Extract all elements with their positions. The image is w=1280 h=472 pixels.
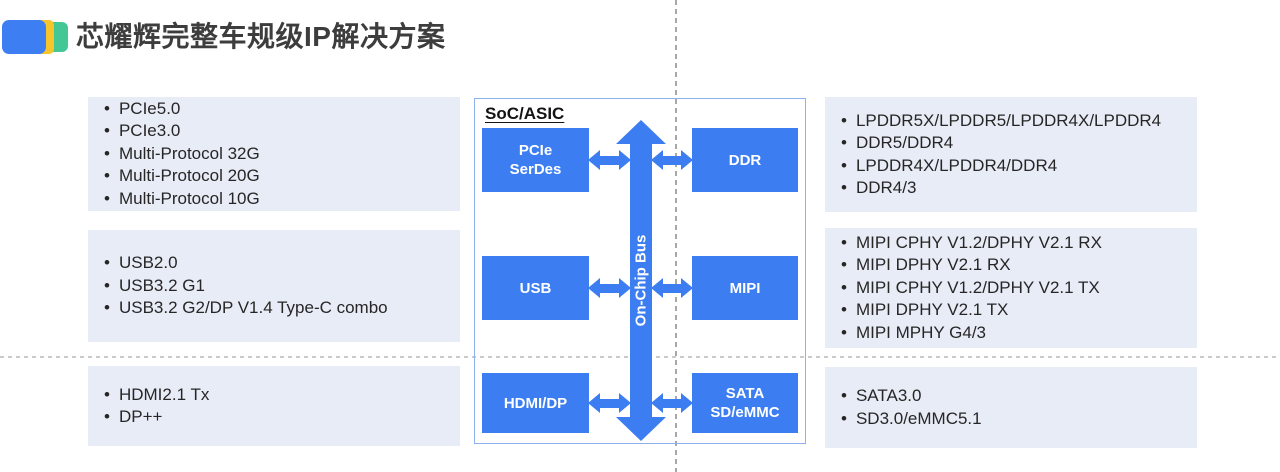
list-item: Multi-Protocol 10G <box>104 188 450 211</box>
arrow-shaft <box>600 398 619 408</box>
block-mipi: MIPI <box>692 256 798 320</box>
arrowhead-right-icon <box>681 393 693 413</box>
bus-arrowhead-down <box>616 417 666 441</box>
spec-list: MIPI CPHY V1.2/DPHY V2.1 RX MIPI DPHY V2… <box>825 232 1197 345</box>
arrowhead-right-icon <box>619 150 631 170</box>
block-label-line: SD/eMMC <box>710 404 780 421</box>
list-item: MIPI DPHY V2.1 RX <box>841 254 1187 277</box>
block-ddr: DDR <box>692 128 798 192</box>
arrowhead-left-icon <box>651 150 663 170</box>
vertical-dashed-guide-line <box>675 0 677 472</box>
list-item: LPDDR4X/LPDDR4/DDR4 <box>841 155 1187 178</box>
block-hdmi-dp: HDMI/DP <box>482 373 589 433</box>
list-item: PCIe5.0 <box>104 98 450 121</box>
list-item: HDMI2.1 Tx <box>104 384 450 407</box>
spec-list: HDMI2.1 Tx DP++ <box>88 384 460 429</box>
arrow-shaft <box>663 155 681 165</box>
block-label-line: SerDes <box>509 161 562 178</box>
block-label-line: PCIe <box>518 142 553 159</box>
soc-asic-label: SoC/ASIC <box>485 104 565 123</box>
list-item: MIPI MPHY G4/3 <box>841 322 1187 345</box>
list-item: Multi-Protocol 20G <box>104 165 450 188</box>
arrowhead-left-icon <box>651 393 663 413</box>
arrowhead-left-icon <box>651 278 663 298</box>
company-logo <box>2 20 68 54</box>
soc-asic-container: SoC/ASIC PCIe SerDes DDR USB MIPI HDMI/D… <box>474 98 806 444</box>
arrow-shaft <box>600 283 619 293</box>
block-usb: USB <box>482 256 589 320</box>
block-label-line: HDMI/DP <box>503 394 568 412</box>
list-item: USB2.0 <box>104 252 450 275</box>
arrow-shaft <box>663 398 681 408</box>
spec-box-storage: SATA3.0 SD3.0/eMMC5.1 <box>825 367 1197 448</box>
on-chip-bus: On-Chip Bus <box>630 144 652 417</box>
arrow-shaft <box>600 155 619 165</box>
block-label-line: SATA <box>725 385 765 402</box>
arrowhead-left-icon <box>588 278 600 298</box>
double-arrow-bus-ddr <box>651 150 693 170</box>
double-arrow-bus-sata <box>651 393 693 413</box>
list-item: USB3.2 G2/DP V1.4 Type-C combo <box>104 297 450 320</box>
list-item: PCIe3.0 <box>104 120 450 143</box>
block-label-line: USB <box>519 279 552 297</box>
list-item: USB3.2 G1 <box>104 275 450 298</box>
logo-blue-shape <box>2 20 46 54</box>
arrowhead-left-icon <box>588 393 600 413</box>
list-item: Multi-Protocol 32G <box>104 143 450 166</box>
block-pcie-serdes: PCIe SerDes <box>482 128 589 192</box>
arrowhead-right-icon <box>681 278 693 298</box>
spec-list: LPDDR5X/LPDDR5/LPDDR4X/LPDDR4 DDR5/DDR4 … <box>825 110 1197 200</box>
spec-list: SATA3.0 SD3.0/eMMC5.1 <box>825 385 1197 430</box>
spec-box-mipi: MIPI CPHY V1.2/DPHY V2.1 RX MIPI DPHY V2… <box>825 228 1197 348</box>
block-sata-sd-emmc: SATA SD/eMMC <box>692 373 798 433</box>
block-label-line: MIPI <box>729 279 761 297</box>
spec-list: PCIe5.0 PCIe3.0 Multi-Protocol 32G Multi… <box>88 98 460 211</box>
list-item: DDR5/DDR4 <box>841 132 1187 155</box>
on-chip-bus-label: On-Chip Bus <box>632 234 650 327</box>
spec-box-pcie-serdes: PCIe5.0 PCIe3.0 Multi-Protocol 32G Multi… <box>88 97 460 211</box>
list-item: MIPI CPHY V1.2/DPHY V2.1 TX <box>841 277 1187 300</box>
double-arrow-usb-bus <box>588 278 631 298</box>
spec-box-display: HDMI2.1 Tx DP++ <box>88 366 460 446</box>
spec-box-usb: USB2.0 USB3.2 G1 USB3.2 G2/DP V1.4 Type-… <box>88 230 460 342</box>
block-label-line: DDR <box>728 151 762 169</box>
arrowhead-right-icon <box>619 393 631 413</box>
list-item: LPDDR5X/LPDDR5/LPDDR4X/LPDDR4 <box>841 110 1187 133</box>
arrow-shaft <box>663 283 681 293</box>
arrowhead-right-icon <box>681 150 693 170</box>
list-item: SD3.0/eMMC5.1 <box>841 408 1187 431</box>
list-item: DDR4/3 <box>841 177 1187 200</box>
list-item: SATA3.0 <box>841 385 1187 408</box>
arrowhead-left-icon <box>588 150 600 170</box>
spec-box-ddr: LPDDR5X/LPDDR5/LPDDR4X/LPDDR4 DDR5/DDR4 … <box>825 97 1197 212</box>
list-item: MIPI DPHY V2.1 TX <box>841 299 1187 322</box>
double-arrow-bus-mipi <box>651 278 693 298</box>
page-title: 芯耀辉完整车规级IP解决方案 <box>76 21 446 52</box>
bus-arrowhead-up <box>616 120 666 144</box>
double-arrow-hdmi-bus <box>588 393 631 413</box>
spec-list: USB2.0 USB3.2 G1 USB3.2 G2/DP V1.4 Type-… <box>88 252 460 320</box>
double-arrow-pcie-bus <box>588 150 631 170</box>
list-item: DP++ <box>104 406 450 429</box>
list-item: MIPI CPHY V1.2/DPHY V2.1 RX <box>841 232 1187 255</box>
slide-header: 芯耀辉完整车规级IP解决方案 <box>0 0 1280 70</box>
arrowhead-right-icon <box>619 278 631 298</box>
